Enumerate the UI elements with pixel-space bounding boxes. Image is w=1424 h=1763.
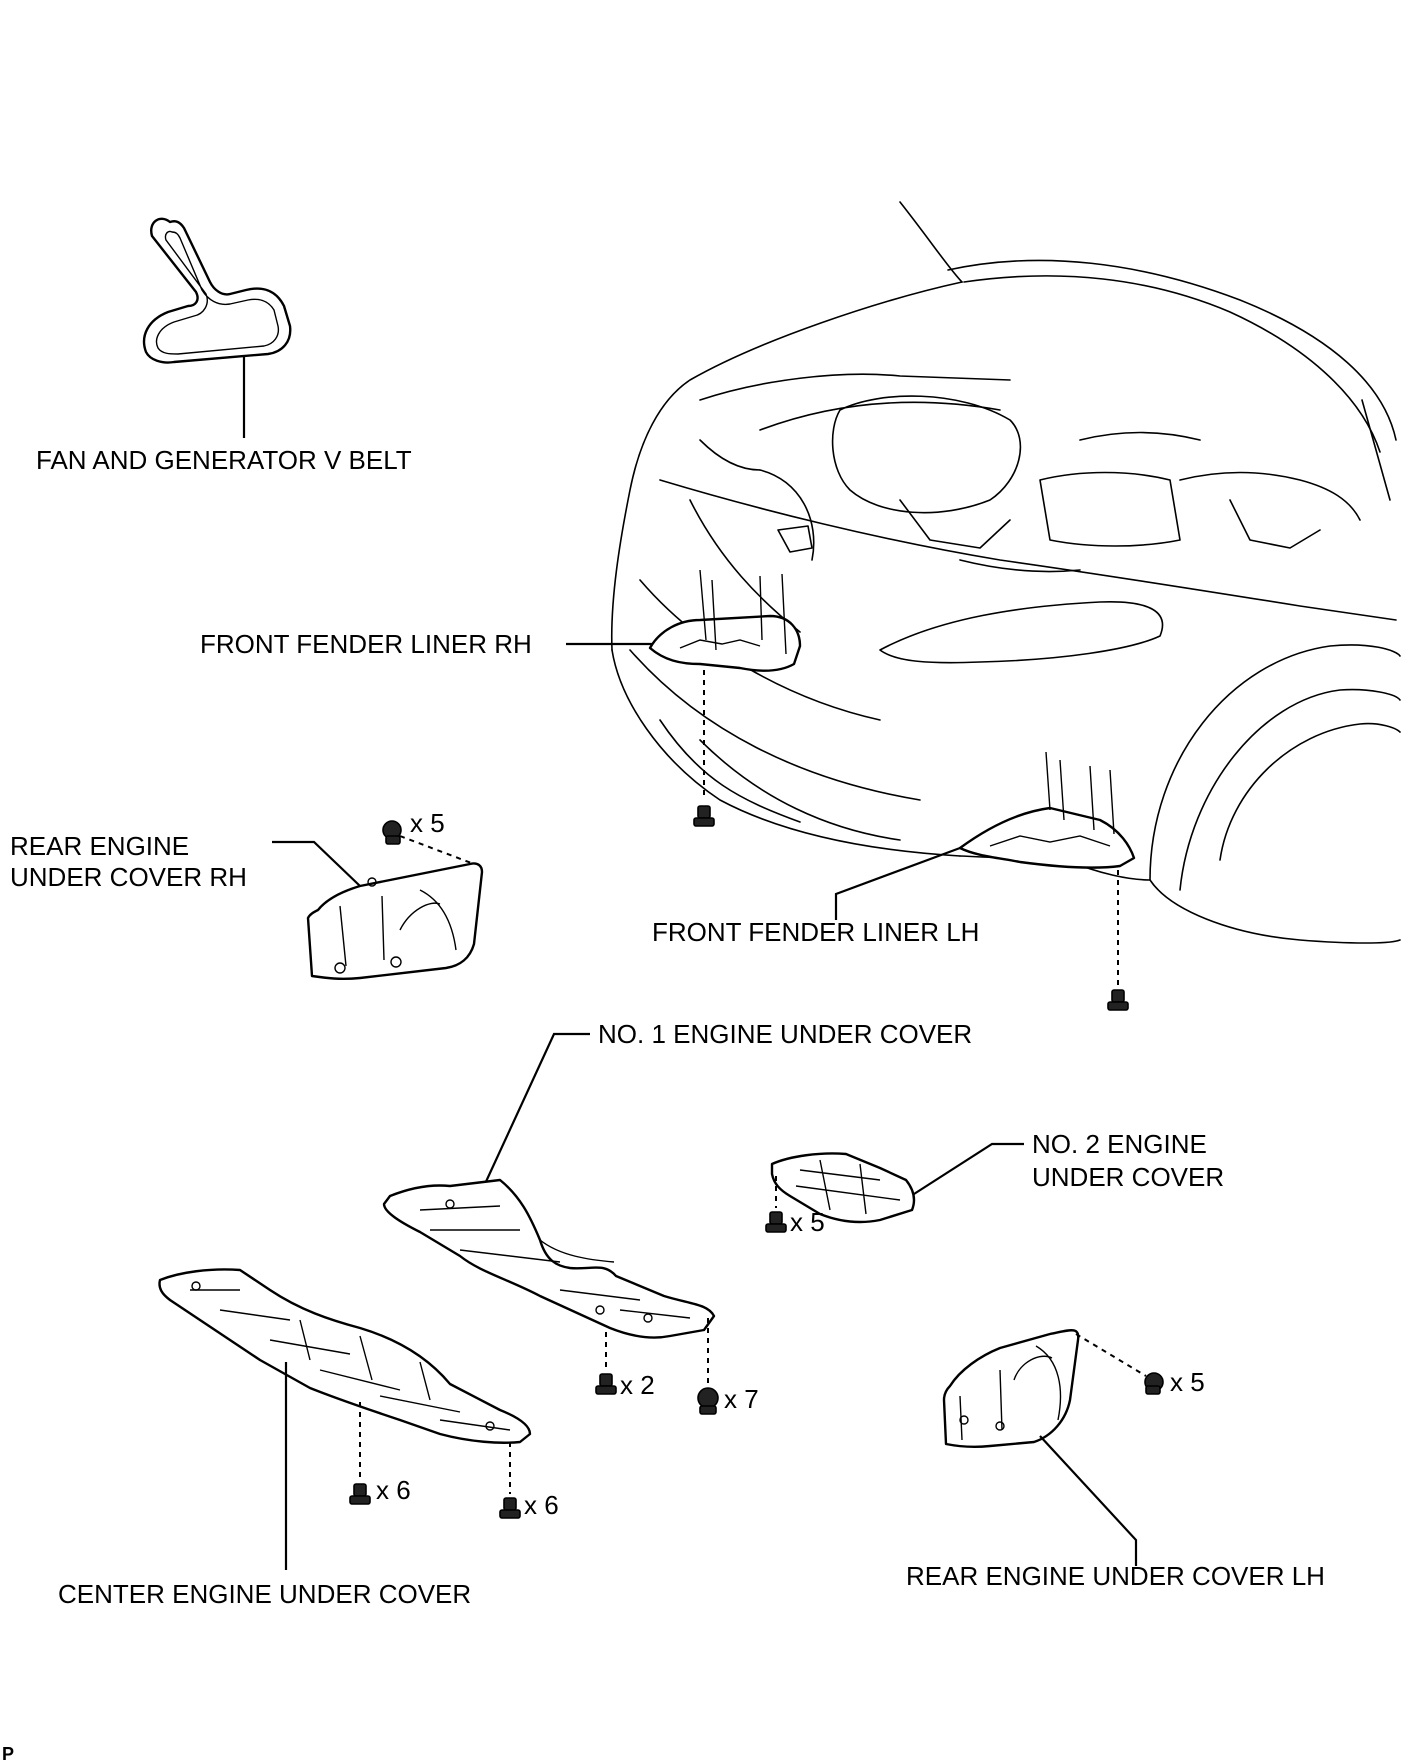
rear-under-rh-fastener-path [399,835,475,865]
center-under-cover-label: CENTER ENGINE UNDER COVER [58,1579,471,1609]
no2-engine-under-cover-icon [770,1152,916,1224]
front-fender-liner-lh-icon [958,751,1136,869]
rear-under-rh-leader [272,840,361,887]
no2-under-cover-leader [913,1142,1024,1195]
fan-belt-label: FAN AND GENERATOR V BELT [36,445,412,475]
no1-under-cover-label: NO. 1 ENGINE UNDER COVER [598,1019,972,1049]
center-engine-under-cover-icon [158,1268,532,1444]
no1-engine-under-cover-icon [382,1178,716,1339]
rear-under-rh-label-line2: UNDER COVER RH [10,862,247,892]
bolt-icon [595,1373,617,1395]
clip-icon [697,1387,719,1415]
no2-under-cover-label-line2: UNDER COVER [1032,1162,1224,1192]
v-belt-icon [142,217,292,364]
no1-bolt-quantity: x 2 [620,1370,655,1400]
rear-under-rh-label-line1: REAR ENGINE [10,831,189,861]
center-bolt-right-quantity: x 6 [524,1490,559,1520]
bolt-icon [765,1211,787,1233]
rear-under-rh-quantity: x 5 [410,808,445,838]
rear-under-lh-label: REAR ENGINE UNDER COVER LH [906,1561,1325,1591]
vehicle-front-illustration [610,201,1401,944]
center-bolt-left-quantity: x 6 [376,1475,411,1505]
front-fender-liner-rh-icon [648,569,802,672]
front-fender-rh-label: FRONT FENDER LINER RH [200,629,532,659]
no1-clip-quantity: x 7 [724,1384,759,1414]
rear-engine-under-cover-rh-icon [306,862,484,981]
front-fender-lh-leader [834,846,961,920]
rear-under-lh-fastener-path [1075,1333,1147,1377]
corner-mark: P [2,1744,14,1763]
front-fender-lh-label: FRONT FENDER LINER LH [652,917,979,947]
no2-under-cover-label-line1: NO. 2 ENGINE [1032,1129,1207,1159]
clip-icon [1144,1372,1164,1395]
bolt-icon [499,1497,521,1519]
no2-bolt-quantity: x 5 [790,1207,825,1237]
rear-under-lh-leader [1039,1435,1138,1566]
rear-engine-under-cover-lh-icon [942,1329,1080,1449]
rear-under-lh-quantity: x 5 [1170,1367,1205,1397]
bolt-icon [349,1483,371,1505]
clip-icon [382,820,402,845]
bolt-icon [693,805,715,827]
no1-under-cover-leader [483,1032,590,1187]
bolt-icon [1107,989,1129,1011]
